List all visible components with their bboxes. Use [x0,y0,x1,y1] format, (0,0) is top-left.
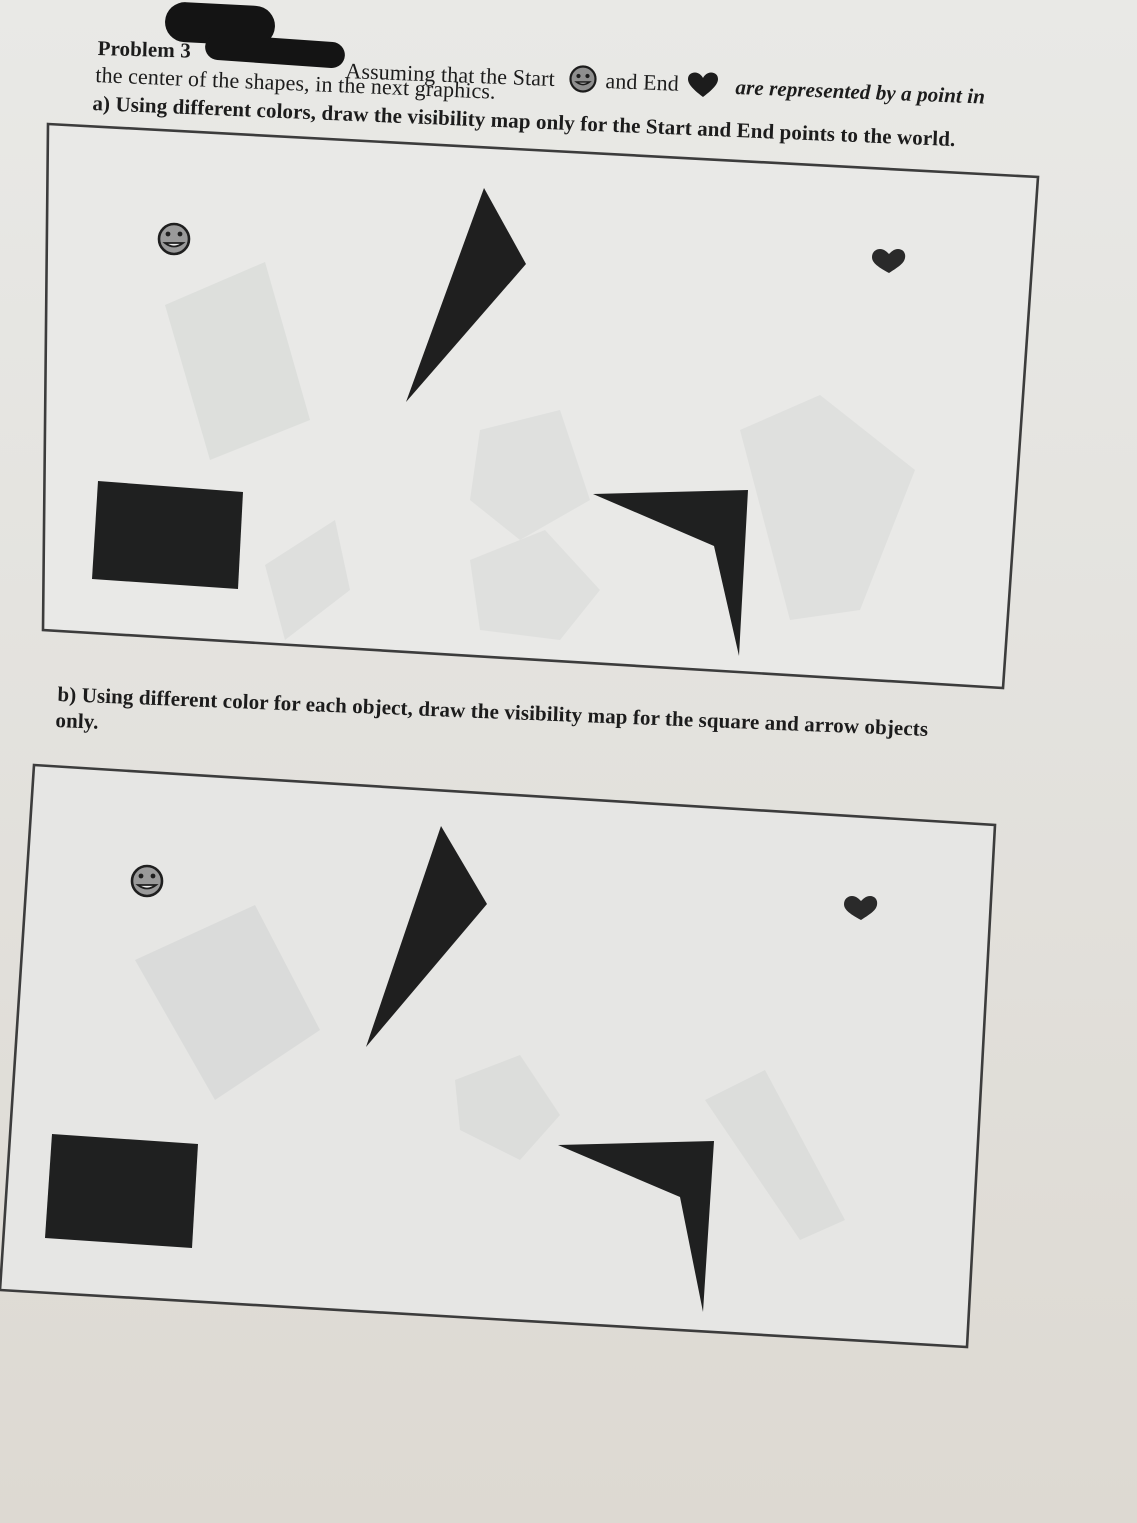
end-heart-icon [844,896,878,920]
square-obstacle [92,481,243,589]
frame-a-border [41,122,1040,690]
show-through-shapes-b [135,905,845,1240]
triangle-obstacle [366,826,487,1047]
heart-icon [688,72,718,97]
start-smiley-icon [157,222,191,256]
end-heart-icon [872,249,906,273]
arrow-obstacle [558,1141,714,1312]
start-smiley-icon [130,864,164,898]
arrow-obstacle [593,490,748,656]
square-obstacle [45,1134,198,1248]
smiley-face-icon [569,65,597,93]
frame-b-border [0,763,997,1349]
triangle-obstacle [406,188,526,402]
